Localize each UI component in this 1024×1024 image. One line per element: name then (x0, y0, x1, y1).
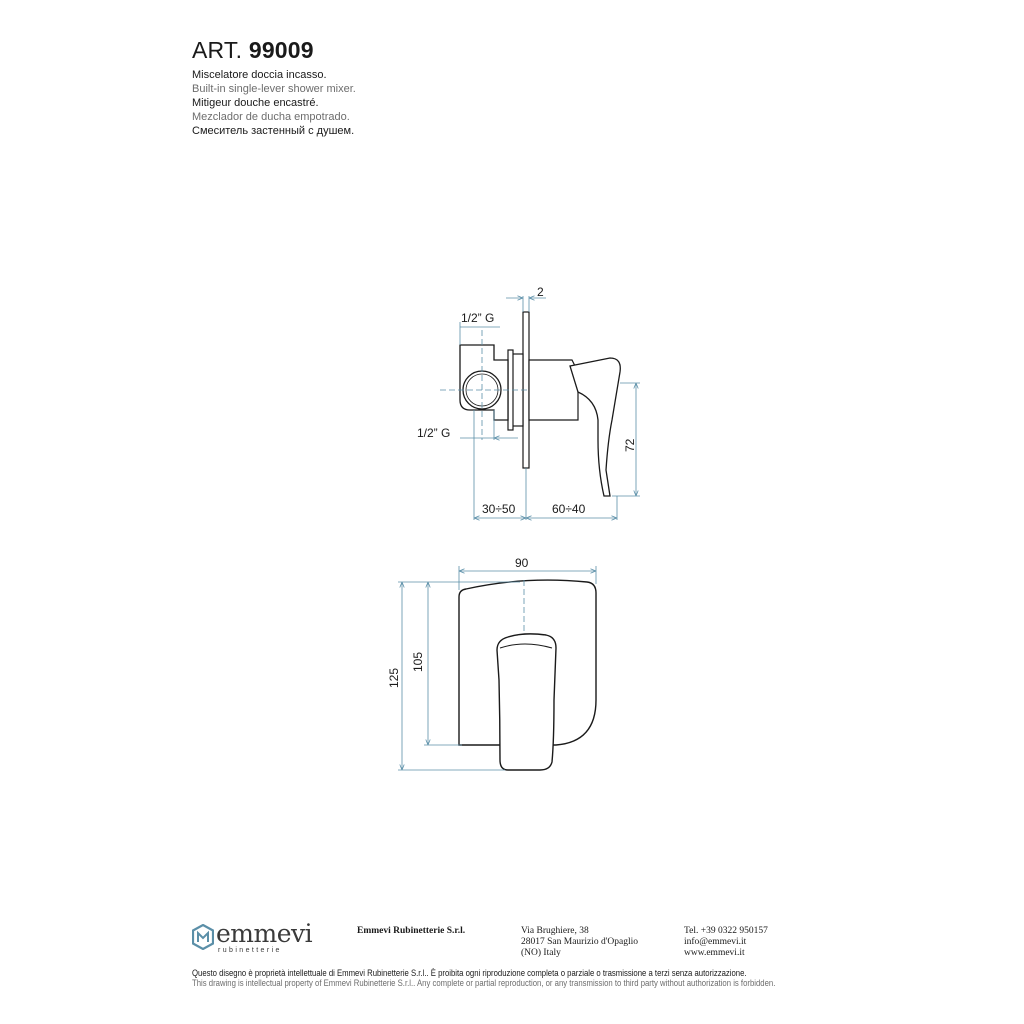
contact-website[interactable]: www.emmevi.it (684, 948, 745, 958)
lever-front (496, 633, 557, 771)
article-code: 99009 (248, 37, 314, 63)
contact-phone: Tel. +39 0322 950157 (684, 926, 768, 936)
lever-edge (499, 643, 553, 649)
address-line: 28017 San Maurizio d'Opaglio (521, 937, 639, 947)
front-view: 90 125 105 (387, 556, 597, 771)
company-name: Emmevi Rubinetterie S.r.l. (357, 926, 466, 936)
dim-height-label: 72 (623, 438, 637, 452)
description-en: Built-in single-lever shower mixer. (192, 83, 356, 95)
logo-subtitle: rubinetterie (218, 947, 282, 954)
article-prefix: ART. (192, 37, 243, 63)
contact-block: Tel. +39 0322 950157 info@emmevi.it www.… (684, 926, 768, 959)
hexagon-logo-icon (192, 924, 214, 950)
dim-depth-body-label: 30÷50 (482, 502, 516, 516)
cartridge (528, 359, 579, 421)
contact-email[interactable]: info@emmevi.it (684, 937, 747, 947)
address-line: (NO) Italy (521, 948, 561, 958)
logo-wordmark: emmevi (216, 919, 313, 948)
dim-depth-lever-label: 60÷40 (552, 502, 586, 516)
description-ru: Смеситель застенный с душем. (192, 125, 355, 137)
description-fr: Mitigeur douche encastré. (192, 97, 319, 109)
address-line: Via Brughiere, 38 (521, 926, 589, 936)
dim-width-label: 90 (515, 556, 529, 570)
dim-plate-height-label: 105 (411, 652, 425, 672)
legal-notice-en: This drawing is intellectual property of… (192, 978, 776, 988)
side-view: 2 1/2” G 1/2” G 72 30÷50 60÷40 (417, 285, 640, 520)
legal-notice-it: Questo disegno è proprietà intellettuale… (192, 968, 747, 978)
dim-plate-label: 2 (537, 285, 544, 299)
emmevi-logo: emmevi rubinetterie (192, 919, 316, 958)
dim-inlet-top-label: 1/2” G (461, 311, 494, 325)
dim-inlet-side-label: 1/2” G (417, 426, 450, 440)
product-header: ART. 99009 Miscelatore doccia incasso. B… (192, 36, 356, 138)
description-es: Mezclador de ducha empotrado. (192, 111, 350, 123)
address-block: Via Brughiere, 38 28017 San Maurizio d'O… (521, 926, 638, 959)
article-number: ART. 99009 (192, 36, 356, 64)
description-it: Miscelatore doccia incasso. (192, 69, 327, 81)
dim-total-height-label: 125 (387, 668, 401, 688)
lever (569, 357, 621, 497)
